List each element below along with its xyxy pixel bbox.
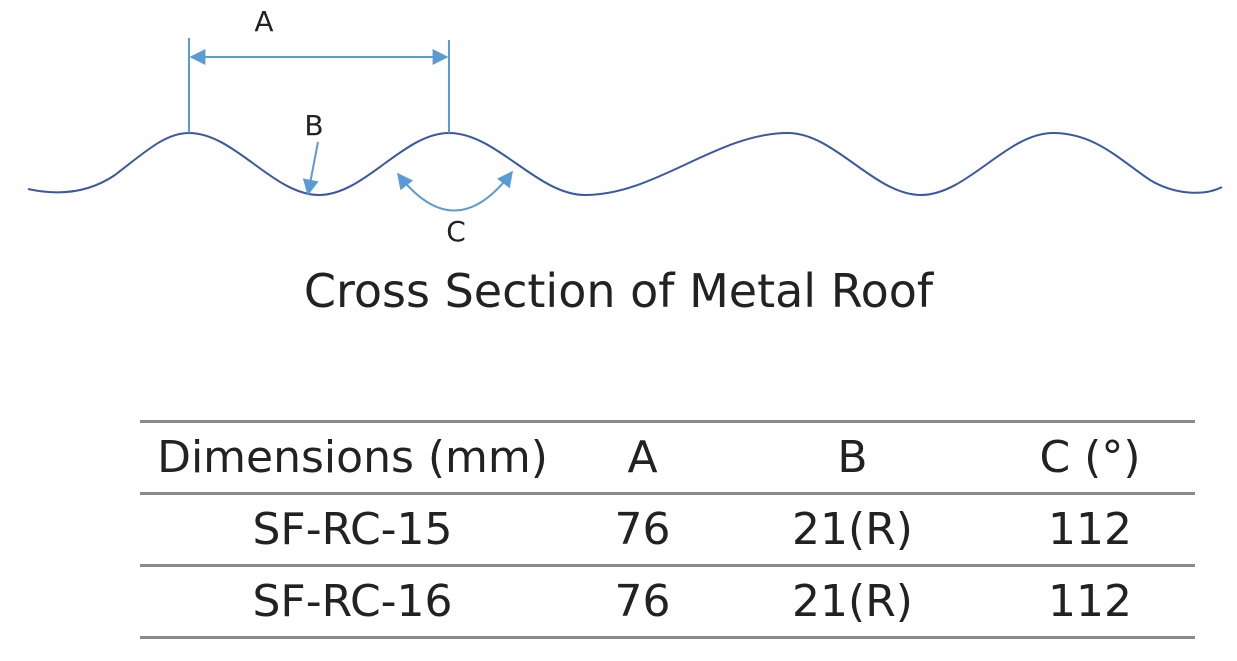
dimension-c-label: C [446, 215, 466, 248]
table-header-row: Dimensions (mm) A B C (°) [140, 421, 1195, 494]
cell-c: 112 [1048, 576, 1132, 627]
dimension-c-arc [397, 170, 513, 212]
roof-cross-section-diagram: A B C [27, 5, 1223, 248]
header-b: B [837, 432, 868, 483]
cell-b: 21(R) [792, 504, 913, 555]
cell-c: 112 [1048, 504, 1132, 555]
diagram-caption: Cross Section of Metal Roof [303, 264, 934, 318]
dimension-a-label: A [254, 5, 273, 38]
cell-model: SF-RC-15 [252, 504, 453, 555]
cell-a: 76 [614, 576, 671, 627]
header-c: C (°) [1039, 432, 1141, 483]
table-row: SF-RC-16 76 21(R) 112 [140, 566, 1195, 638]
header-dimensions: Dimensions (mm) [157, 432, 548, 483]
cell-b: 21(R) [792, 576, 913, 627]
roof-profile-line [27, 131, 1223, 197]
cell-a: 76 [614, 504, 671, 555]
dimension-b-label: B [304, 109, 323, 142]
header-a: A [627, 432, 658, 483]
dimension-b-leader [302, 141, 319, 196]
dimensions-table: Dimensions (mm) A B C (°) SF-RC-15 76 21… [140, 420, 1195, 639]
table-row: SF-RC-15 76 21(R) 112 [140, 494, 1195, 566]
cell-model: SF-RC-16 [252, 576, 453, 627]
